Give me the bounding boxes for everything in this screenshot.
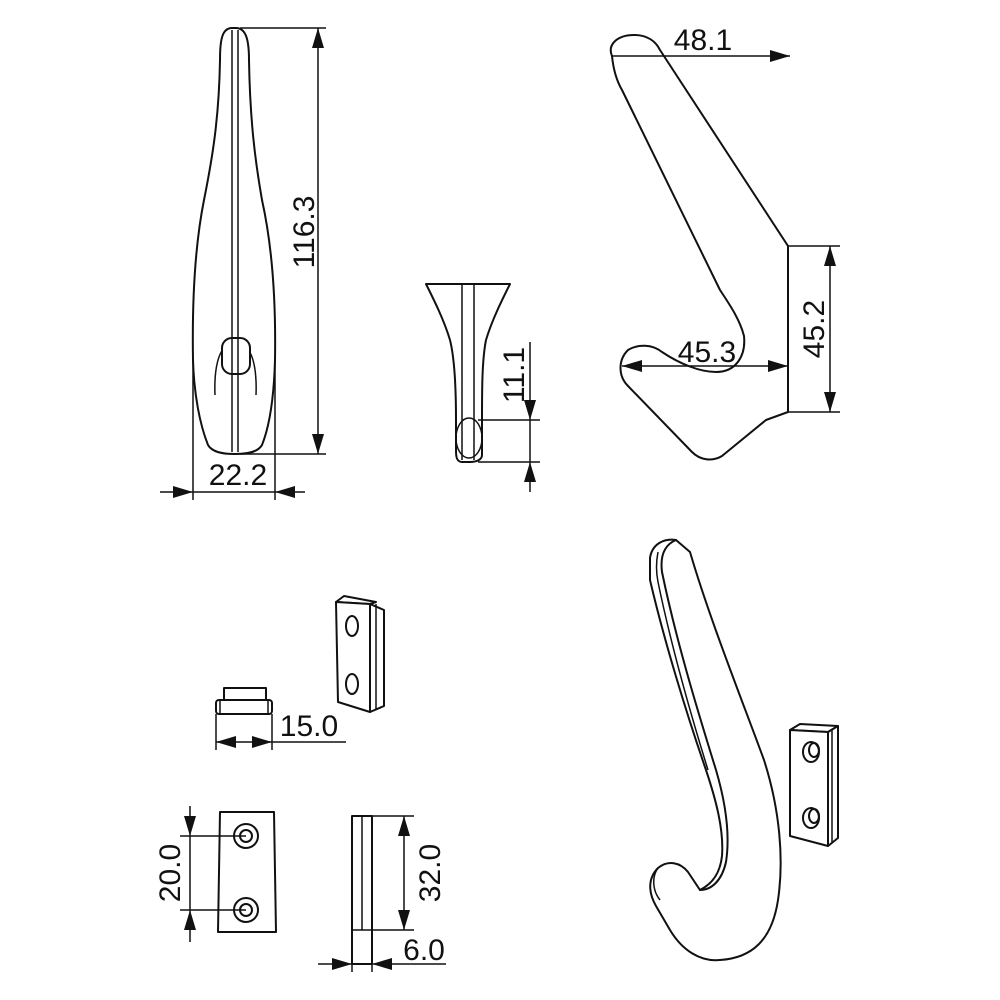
dimension-top-48: 48.1 <box>612 24 790 62</box>
dimension-plate-6: 6.0 <box>318 934 446 972</box>
dim-32-0-label: 32.0 <box>414 844 447 902</box>
plate-top-view <box>215 687 273 715</box>
dim-116-3-label: 116.3 <box>288 196 321 269</box>
dim-6-0-label: 6.0 <box>403 934 445 967</box>
plate-front-view <box>217 811 277 933</box>
dim-22-2-label: 22.2 <box>209 459 267 492</box>
hook-isometric <box>649 538 782 962</box>
dim-45-2-label: 45.2 <box>798 300 831 358</box>
dim-20-0-label: 20.0 <box>154 844 187 902</box>
dim-48-1-label: 48.1 <box>674 24 732 57</box>
dimension-back-45-2: 45.2 <box>788 245 840 413</box>
dimension-plate-15: 15.0 <box>215 710 346 750</box>
hook-front-view <box>191 27 277 455</box>
dimension-height-116: 116.3 <box>240 27 326 455</box>
dimension-plate-32: 32.0 <box>372 815 447 931</box>
hook-side-view <box>609 34 789 461</box>
dim-45-3-label: 45.3 <box>678 336 736 369</box>
dimension-tip-11: 11.1 <box>478 342 540 492</box>
dimension-lower-45-3: 45.3 <box>622 336 788 372</box>
dim-11-1-label: 11.1 <box>498 347 531 403</box>
dim-15-0-label: 15.0 <box>280 710 338 743</box>
hook-bottom-view <box>425 283 511 463</box>
dimension-width-22: 22.2 <box>160 360 305 500</box>
dimension-holes-20: 20.0 <box>154 806 246 942</box>
plate-isometric <box>335 595 385 713</box>
plate-isometric-right <box>789 723 839 847</box>
plate-side-view <box>351 815 373 965</box>
